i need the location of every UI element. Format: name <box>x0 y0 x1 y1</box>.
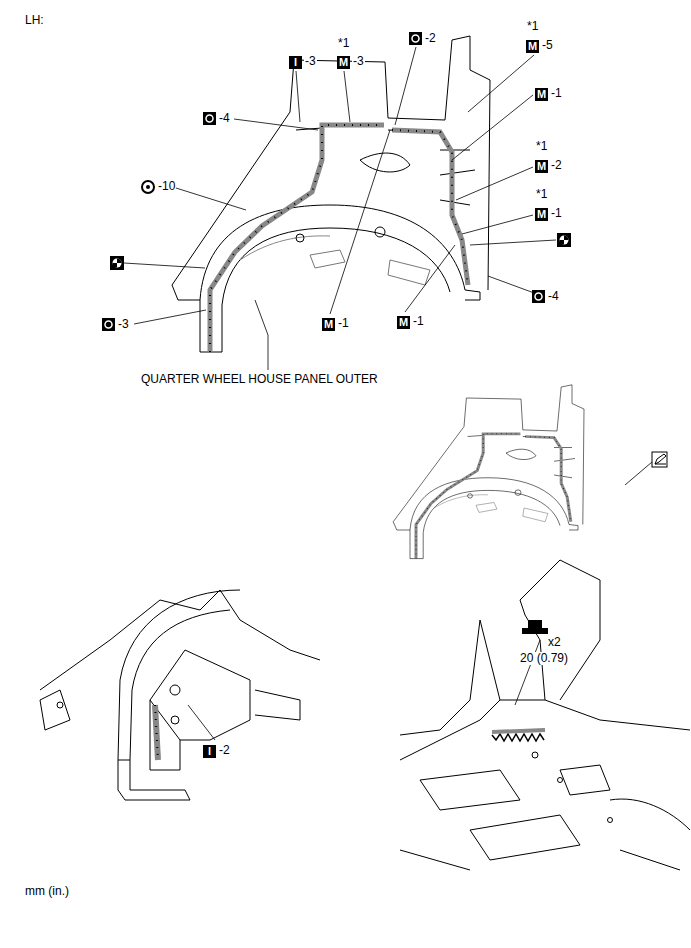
callout-text: -2 <box>550 159 563 172</box>
icon-letter: I <box>289 56 302 69</box>
callout-text: -2 <box>218 744 231 757</box>
callout-text: x2 <box>547 636 562 649</box>
callout-text: QUARTER WHEEL HOUSE PANEL OUTER <box>140 373 379 386</box>
callout-text: -10 <box>157 180 176 193</box>
icon-letter: M <box>322 318 335 331</box>
callout-text: -4 <box>218 112 231 125</box>
callout-text: *1 <box>337 37 350 50</box>
callout-text: *1 <box>535 188 548 201</box>
icon-letter: M <box>535 160 548 173</box>
icon-letter: M <box>397 316 410 329</box>
callout-text: -1 <box>550 207 563 220</box>
callout-text: *1 <box>526 20 539 33</box>
callout-text: mm (in.) <box>24 885 70 898</box>
callout-text: *1 <box>535 140 548 153</box>
callout-text: -3 <box>117 318 130 331</box>
callout-text: -1 <box>412 315 425 328</box>
callout-text: -4 <box>547 290 560 303</box>
icon-letter: M <box>535 208 548 221</box>
icon-letter: M <box>526 40 539 53</box>
callout-text: -2 <box>424 32 437 45</box>
callout-text: LH: <box>24 14 45 27</box>
callout-text: -1 <box>550 87 563 100</box>
icon-letter: I <box>203 745 216 758</box>
callout-text: -3 <box>304 55 317 68</box>
callout-text: 20 (0.79) <box>519 652 569 665</box>
callout-text: -3 <box>352 55 365 68</box>
icon-letter: M <box>337 56 350 69</box>
callout-text: -5 <box>541 39 554 52</box>
callout-text: -1 <box>337 317 350 330</box>
icon-letter: M <box>535 88 548 101</box>
